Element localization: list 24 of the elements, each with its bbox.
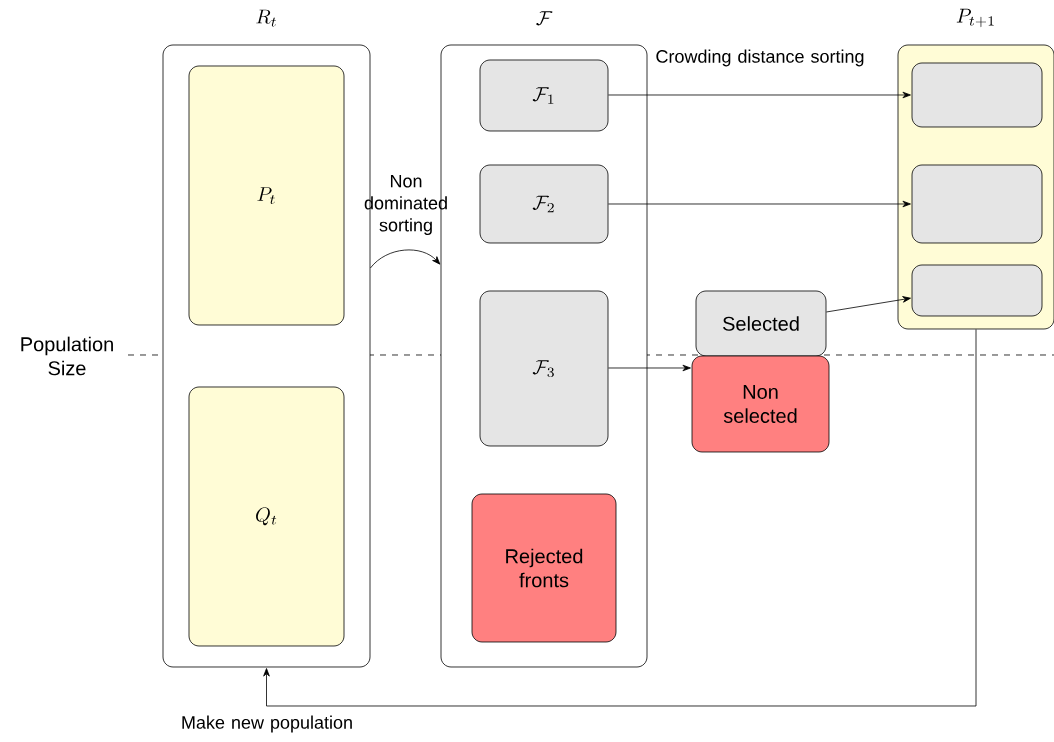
front-box: $\mathcal{F}_1$	[479, 59, 609, 132]
front-box: Rejected fronts	[471, 493, 617, 643]
selected-box: Selected	[695, 290, 827, 357]
axis-note: Population Size	[21, 336, 113, 376]
arrow	[370, 249, 441, 269]
edge-label: Non dominated sorting	[364, 174, 447, 236]
arrow	[608, 200, 911, 208]
population-box: $P_t$	[188, 65, 345, 326]
arrow	[263, 329, 977, 707]
box-heading: $R_t$	[256, 9, 276, 27]
slot-box	[911, 62, 1043, 128]
box-heading: $P_{t+1}$	[956, 8, 994, 28]
arrow	[608, 364, 691, 372]
population-box: $Q_t$	[188, 386, 345, 647]
edge-label: Make new population	[182, 715, 352, 733]
slot-box	[911, 264, 1043, 317]
arrow	[608, 91, 911, 99]
edge-label: Crowding distance sorting	[656, 49, 864, 67]
front-box: $\mathcal{F}_3$	[479, 290, 609, 447]
rejected-box: Non selected	[691, 355, 830, 453]
arrow	[826, 296, 911, 313]
front-box: $\mathcal{F}_2$	[479, 164, 609, 244]
box-heading: $\mathcal{F}$	[536, 11, 553, 26]
slot-box	[911, 164, 1043, 244]
